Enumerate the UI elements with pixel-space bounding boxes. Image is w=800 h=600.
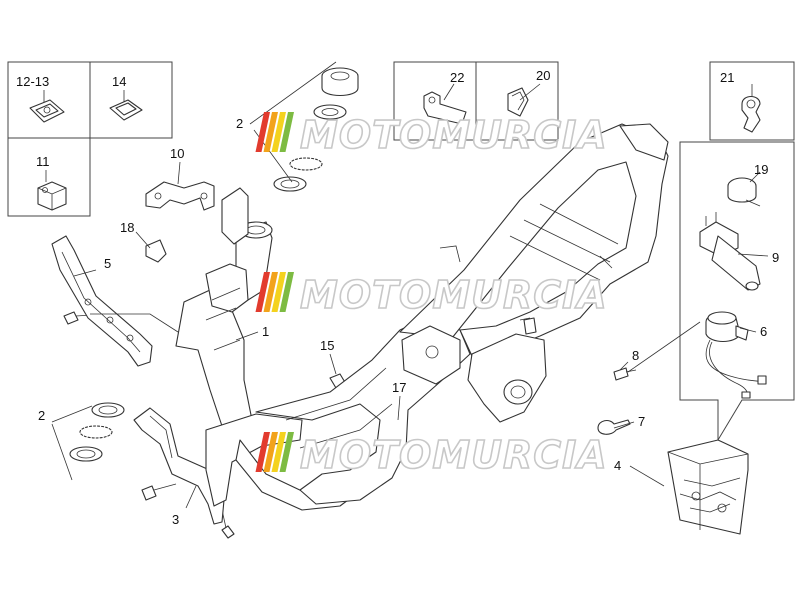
box-nut bbox=[7, 137, 91, 217]
label-9: 9 bbox=[772, 250, 779, 265]
clip-18-icon bbox=[145, 239, 167, 263]
label-17: 17 bbox=[392, 380, 406, 395]
label-18: 18 bbox=[120, 220, 134, 235]
cap-19-icon bbox=[727, 177, 761, 207]
clamp-20-icon bbox=[507, 87, 529, 117]
watermark-bottom: MOTOMURCIA bbox=[255, 432, 608, 478]
part-boxes bbox=[7, 61, 795, 442]
label-14: 14 bbox=[112, 74, 126, 89]
label-15: 15 bbox=[320, 338, 334, 353]
watermark-text-top: MOTOMURCIA bbox=[300, 113, 608, 157]
watermark-text-middle: MOTOMURCIA bbox=[300, 273, 608, 317]
label-6: 6 bbox=[760, 324, 767, 339]
clip-14-icon bbox=[109, 99, 143, 121]
label-10: 10 bbox=[170, 146, 184, 161]
label-5: 5 bbox=[104, 256, 111, 271]
label-22: 22 bbox=[450, 70, 464, 85]
label-8: 8 bbox=[632, 348, 639, 363]
watermark-top: MOTOMURCIA bbox=[255, 112, 608, 158]
leader-lines bbox=[43, 61, 769, 509]
label-11: 11 bbox=[36, 154, 50, 169]
tool-kit-4-icon bbox=[667, 439, 749, 535]
watermark-middle: MOTOMURCIA bbox=[255, 272, 608, 318]
label-3: 3 bbox=[172, 512, 179, 527]
bearing-set-bottom-icon bbox=[69, 402, 125, 462]
label-4: 4 bbox=[614, 458, 621, 473]
label-2-bottom: 2 bbox=[38, 408, 45, 423]
nut-11-icon bbox=[37, 181, 67, 211]
lock-cylinder-9-icon bbox=[699, 212, 761, 291]
clamp-22-icon bbox=[423, 91, 467, 125]
label-2-top: 2 bbox=[236, 116, 243, 131]
label-7: 7 bbox=[638, 414, 645, 429]
label-19: 19 bbox=[754, 162, 768, 177]
clip-12-13-icon bbox=[29, 99, 65, 123]
box-lock-set bbox=[679, 141, 795, 442]
part-labels: 12-13 14 11 10 2 22 20 21 19 9 6 8 7 4 1… bbox=[16, 68, 779, 527]
watermark-text-bottom: MOTOMURCIA bbox=[300, 433, 608, 477]
main-frame-1-icon bbox=[175, 123, 669, 511]
bracket-5-icon bbox=[51, 235, 153, 367]
label-1: 1 bbox=[262, 324, 269, 339]
label-21: 21 bbox=[720, 70, 734, 85]
bolt-8-icon bbox=[613, 367, 637, 381]
bracket-10-icon bbox=[145, 181, 215, 211]
clip-21-icon bbox=[741, 95, 761, 133]
label-12-13: 12-13 bbox=[16, 74, 49, 89]
bearing-set-top-icon bbox=[273, 67, 359, 192]
stand-bracket-3-icon bbox=[133, 407, 225, 525]
ignition-switch-6-icon bbox=[705, 311, 767, 399]
bolt-3-icon bbox=[141, 483, 235, 539]
box-clip-21 bbox=[709, 61, 795, 141]
key-7-icon bbox=[597, 419, 631, 435]
label-20: 20 bbox=[536, 68, 550, 83]
